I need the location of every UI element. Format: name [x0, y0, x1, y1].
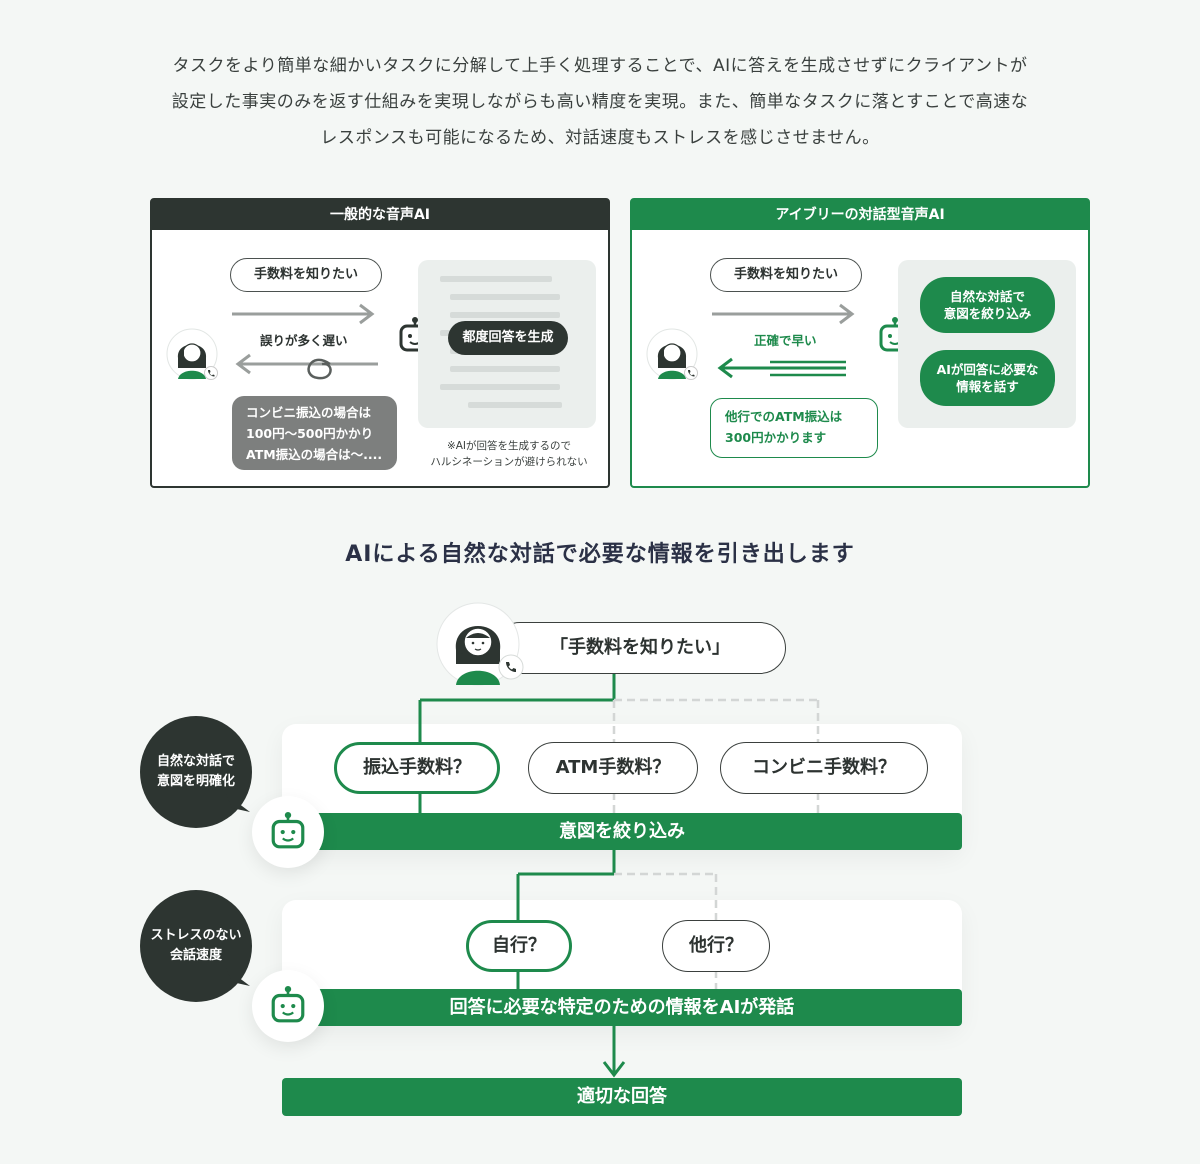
step-line: AIが回答に必要な [936, 362, 1039, 377]
intro-line-1: タスクをより簡単な細かいタスクに分解して上手く処理することで、AIに答えを生成さ… [172, 56, 1028, 76]
robot-icon [271, 986, 305, 1023]
answer-line: 他行でのATM振込は [725, 409, 843, 424]
user-avatar-icon [166, 328, 218, 380]
general-voice-ai-panel: 一般的な音声AI 手数料を知りたい 誤りが多く遅い コンビニ振込の場合は 100… [150, 198, 610, 488]
side-label-stress-free: ストレスのない 会話速度 [140, 890, 252, 1002]
side-label-line: 意図を明確化 [156, 774, 235, 789]
arrow-icon [232, 303, 378, 380]
answer-line: 100円〜500円かかり [246, 426, 374, 441]
intro-text: タスクをより簡単な細かいタスクに分解して上手く処理することで、AIに答えを生成さ… [100, 48, 1100, 156]
step-line: 意図を絞り込み [943, 306, 1032, 321]
ai-speaks-info-bar: 回答に必要な特定のための情報をAIが発話 [282, 989, 962, 1026]
panel-title: アイブリーの対話型音声AI [632, 200, 1088, 230]
option-transfer-fee: 振込手数料？ [334, 742, 500, 794]
phone-icon [498, 654, 524, 680]
side-label-line: 会話速度 [169, 948, 222, 963]
speech-tail-icon [226, 968, 250, 986]
phone-icon [684, 366, 698, 380]
step-line: 自然な対話で [949, 289, 1025, 304]
option-atm-fee: ATM手数料？ [528, 742, 698, 794]
accurate-answer: 他行でのATM振込は 300円かかります [710, 398, 878, 458]
option-convenience-fee: コンビニ手数料？ [720, 742, 928, 794]
speech-tail-icon [226, 794, 250, 812]
speak-info-step: AIが回答に必要な 情報を話す [920, 350, 1055, 406]
option-own-bank: 自行？ [466, 920, 572, 972]
hallucination-note: ※AIが回答を生成するので ハルシネーションが避けられない [414, 438, 604, 470]
ivry-voice-ai-panel: アイブリーの対話型音声AI 手数料を知りたい 正確で早い 他行でのATM振込は … [630, 198, 1090, 488]
note-line: ハルシネーションが避けられない [430, 456, 588, 468]
option-other-bank: 他行？ [662, 920, 770, 972]
intro-line-2: 設定した事実のみを返す仕組みを実現しながらも高い精度を実現。また、簡単なタスクに… [171, 92, 1029, 112]
step-line: 情報を話す [956, 379, 1019, 394]
answer-line: ATM振込の場合は〜.... [246, 447, 383, 462]
user-utterance: 「手数料を知りたい」 [494, 622, 786, 674]
generate-each-time-pill: 都度回答を生成 [448, 321, 568, 355]
answer-line: 300円かかります [725, 430, 827, 445]
user-avatar-icon [436, 602, 520, 686]
phone-icon [204, 366, 218, 380]
appropriate-answer-bar: 適切な回答 [282, 1078, 962, 1116]
arrow-icon [712, 303, 855, 379]
narrow-intent-bar: 意図を絞り込み [282, 813, 962, 850]
robot-badge [252, 970, 324, 1042]
arrow-label: 誤りが多く遅い [260, 333, 348, 348]
note-line: ※AIが回答を生成するので [446, 440, 572, 452]
intro-line-3: レスポンスも可能になるため、対話速度もストレスを感じさせません。 [320, 128, 880, 148]
robot-icon [271, 812, 305, 849]
panel-title: 一般的な音声AI [152, 200, 608, 230]
user-avatar-icon [646, 328, 698, 380]
side-label-line: ストレスのない [150, 928, 242, 943]
generated-answer: コンビニ振込の場合は 100円〜500円かかり ATM振込の場合は〜.... [232, 396, 397, 470]
robot-badge [252, 796, 324, 868]
answer-line: コンビニ振込の場合は [246, 405, 372, 420]
side-label-clarify-intent: 自然な対話で 意図を明確化 [140, 716, 252, 828]
user-request-bubble: 手数料を知りたい [230, 258, 382, 292]
narrow-intent-step: 自然な対話で 意図を絞り込み [920, 277, 1055, 333]
side-label-line: 自然な対話で [156, 754, 235, 769]
user-request-bubble: 手数料を知りたい [710, 258, 862, 292]
arrow-label: 正確で早い [754, 333, 817, 348]
section-title: AIによる自然な対話で必要な情報を引き出します [345, 542, 855, 567]
